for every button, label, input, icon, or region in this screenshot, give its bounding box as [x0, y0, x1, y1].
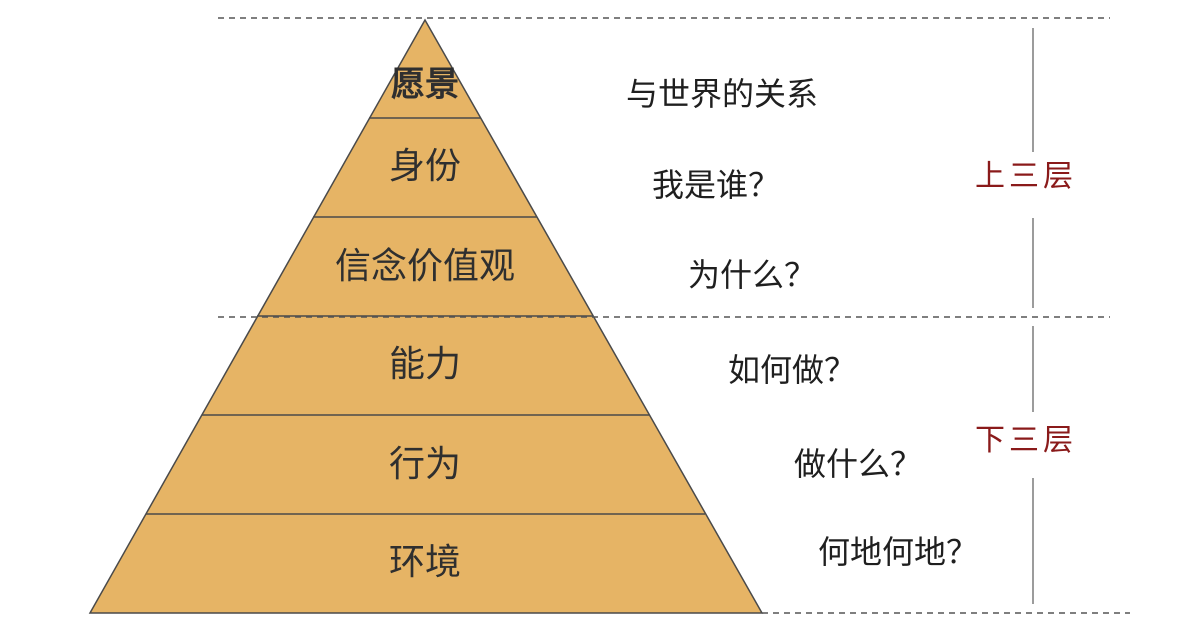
layer-label-behavior: 行为: [389, 444, 461, 485]
question-identity: 我是谁？: [652, 166, 780, 204]
layer-label-environment: 环境: [389, 542, 461, 583]
group-label-upper: 上三层: [975, 159, 1077, 194]
question-vision: 与世界的关系: [626, 75, 818, 113]
group-label-lower: 下三层: [975, 423, 1077, 458]
question-environment: 何地何地？: [818, 533, 978, 571]
question-beliefs-values: 为什么？: [688, 256, 816, 294]
layer-label-capability: 能力: [389, 344, 461, 385]
question-capability: 如何做？: [728, 351, 856, 389]
layer-label-vision: 愿景: [391, 65, 459, 105]
question-behavior: 做什么？: [794, 445, 922, 483]
layer-label-identity: 身份: [389, 146, 461, 187]
layer-label-beliefs-values: 信念价值观: [335, 246, 515, 287]
